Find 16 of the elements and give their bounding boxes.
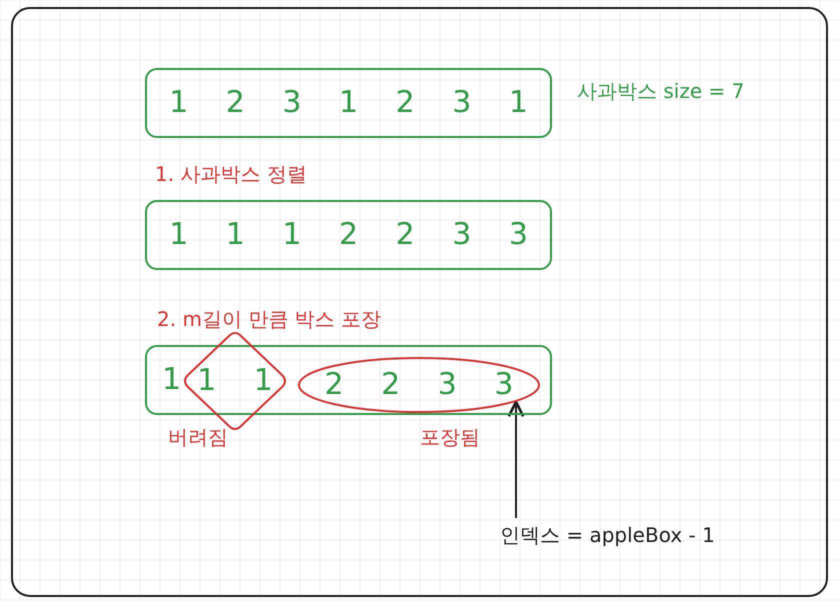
number-box [145,345,552,415]
packed-ellipse [298,357,540,413]
number-sequence: 1 1 1 2 2 3 3 [169,217,528,253]
number-sequence: 1 [162,362,182,398]
side-caption: 포장됨 [420,424,480,451]
step-heading: 2. m길이 만큼 박스 포장 [157,306,381,333]
number-sequence: 1 2 3 1 2 3 1 [169,85,528,121]
number-sequence: 2 2 3 3 [324,367,514,403]
side-caption: 버려짐 [168,424,228,451]
index-note: 인덱스 = appleBox - 1 [500,522,715,549]
number-box [145,68,552,138]
number-box [145,200,552,270]
number-sequence: 1 1 [197,363,273,399]
side-caption: 사과박스 size = 7 [577,78,744,105]
arrow [507,400,525,518]
step-heading: 1. 사과박스 정렬 [155,161,307,188]
